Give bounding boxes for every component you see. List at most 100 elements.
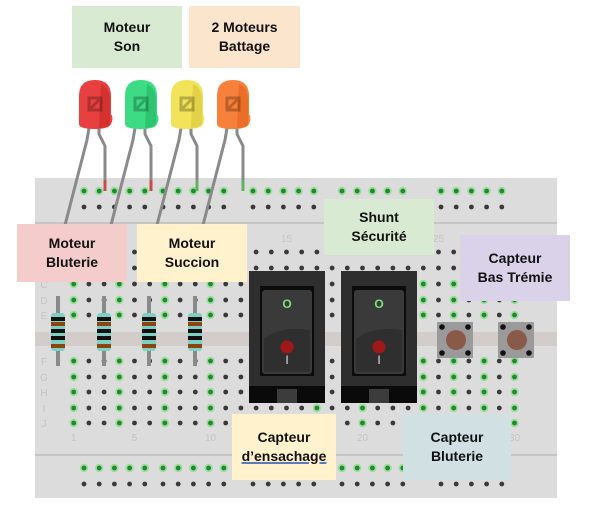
rail-hole-top-minus bbox=[453, 204, 459, 210]
terminal-hole bbox=[479, 356, 489, 366]
led-legs bbox=[201, 127, 245, 226]
terminal-hole bbox=[419, 356, 428, 366]
rail-hole-bottom-minus bbox=[191, 481, 196, 487]
terminal-hole bbox=[419, 279, 428, 289]
terminal-hole bbox=[69, 310, 78, 320]
terminal-hole bbox=[299, 265, 305, 271]
rail-hole-top-minus bbox=[438, 204, 444, 210]
row-letter-H: H bbox=[40, 388, 47, 399]
terminal-hole bbox=[253, 249, 259, 255]
terminal-hole bbox=[192, 374, 198, 380]
terminal-hole bbox=[360, 265, 365, 271]
terminal-hole bbox=[344, 265, 350, 271]
label-text-line1: Moteur bbox=[48, 235, 96, 251]
rail-hole-bottom-plus bbox=[368, 463, 377, 473]
terminal-hole bbox=[86, 281, 92, 287]
terminal-hole bbox=[223, 281, 229, 287]
led-shade bbox=[191, 84, 202, 128]
terminal-hole bbox=[405, 265, 411, 271]
label-text-line2: Bas Trémie bbox=[477, 269, 553, 285]
rail-hole-bottom-plus bbox=[353, 463, 362, 473]
pushbutton-pin bbox=[439, 350, 445, 356]
terminal-hole bbox=[466, 374, 472, 380]
label-text-line2: Bluterie bbox=[430, 448, 484, 464]
pushbutton-pin bbox=[465, 324, 471, 330]
rail-hole-top-plus bbox=[125, 186, 134, 196]
led-legs bbox=[155, 127, 199, 226]
row-letter-C: C bbox=[40, 280, 47, 291]
rail-hole-top-minus bbox=[81, 204, 87, 210]
terminal-hole bbox=[390, 420, 396, 426]
led-leg-cathode bbox=[235, 128, 245, 191]
terminal-hole bbox=[419, 387, 428, 397]
terminal-hole bbox=[329, 312, 335, 318]
led-shade bbox=[145, 84, 156, 128]
row-letter-G: G bbox=[40, 373, 48, 384]
resistor-band bbox=[188, 336, 202, 340]
terminal-hole bbox=[449, 387, 458, 397]
terminal-hole bbox=[238, 405, 244, 411]
rail-hole-top-minus bbox=[296, 204, 301, 210]
rail-hole-bottom-plus bbox=[140, 463, 149, 473]
resistor-band bbox=[97, 336, 111, 340]
rocker-switch-2: OI bbox=[341, 271, 417, 403]
terminal-hole bbox=[449, 279, 458, 289]
label-text-line1: Shunt bbox=[359, 209, 399, 225]
terminal-hole bbox=[451, 249, 457, 255]
pushbutton-pin bbox=[500, 350, 506, 356]
led-anvil bbox=[179, 96, 195, 112]
label-text-line2: d’ensachage bbox=[241, 448, 327, 464]
resistor-band bbox=[51, 336, 65, 340]
rail-hole-top-plus bbox=[110, 186, 119, 196]
terminal-hole bbox=[160, 418, 170, 428]
rail-hole-bottom-minus bbox=[265, 481, 271, 487]
rail-hole-top-plus bbox=[294, 186, 303, 196]
terminal-hole bbox=[192, 389, 198, 395]
led-shade bbox=[237, 84, 248, 128]
terminal-hole bbox=[101, 420, 107, 426]
terminal-hole bbox=[466, 389, 472, 395]
terminal-hole bbox=[115, 418, 124, 428]
rail-hole-top-minus bbox=[142, 204, 148, 210]
terminal-hole bbox=[223, 389, 229, 395]
column-number-top-15: 15 bbox=[281, 234, 293, 245]
terminal-hole bbox=[192, 405, 198, 411]
led-leg-anode bbox=[155, 127, 183, 226]
terminal-hole bbox=[177, 281, 183, 287]
terminal-hole bbox=[206, 356, 215, 366]
resistor-band bbox=[97, 344, 111, 348]
resistor-band bbox=[142, 336, 156, 340]
terminal-hole bbox=[436, 281, 441, 287]
terminal-hole bbox=[436, 249, 441, 255]
terminal-hole bbox=[132, 281, 137, 287]
rail-hole-bottom-plus bbox=[204, 463, 213, 473]
label-text-line1: Capteur bbox=[488, 250, 542, 266]
led-red bbox=[79, 80, 113, 129]
rail-hole-bottom-minus bbox=[175, 481, 181, 487]
terminal-hole bbox=[206, 403, 215, 413]
rail-hole-top-plus bbox=[482, 186, 491, 196]
terminal-hole bbox=[69, 403, 78, 413]
label-text-line2: Sécurité bbox=[351, 228, 407, 244]
terminal-hole bbox=[329, 374, 335, 380]
row-letter-F: F bbox=[41, 357, 47, 368]
column-number-top-25: 25 bbox=[433, 234, 445, 245]
terminal-hole bbox=[177, 374, 183, 380]
rail-hole-bottom-minus bbox=[206, 481, 212, 487]
terminal-hole bbox=[466, 312, 472, 318]
terminal-hole bbox=[268, 249, 274, 255]
terminal-hole bbox=[268, 265, 274, 271]
resistor-band bbox=[51, 344, 65, 348]
terminal-hole bbox=[206, 387, 215, 397]
terminal-hole bbox=[479, 403, 489, 413]
switch-red-indicator bbox=[280, 340, 294, 354]
terminal-hole bbox=[115, 295, 124, 305]
terminal-hole bbox=[436, 297, 441, 303]
rail-hole-bottom-minus bbox=[311, 481, 317, 487]
resistor-band bbox=[51, 329, 65, 333]
rail-hole-top-minus bbox=[499, 204, 505, 210]
label-text-line1: Capteur bbox=[257, 429, 311, 445]
rocker-switch-1: OI bbox=[249, 271, 325, 403]
